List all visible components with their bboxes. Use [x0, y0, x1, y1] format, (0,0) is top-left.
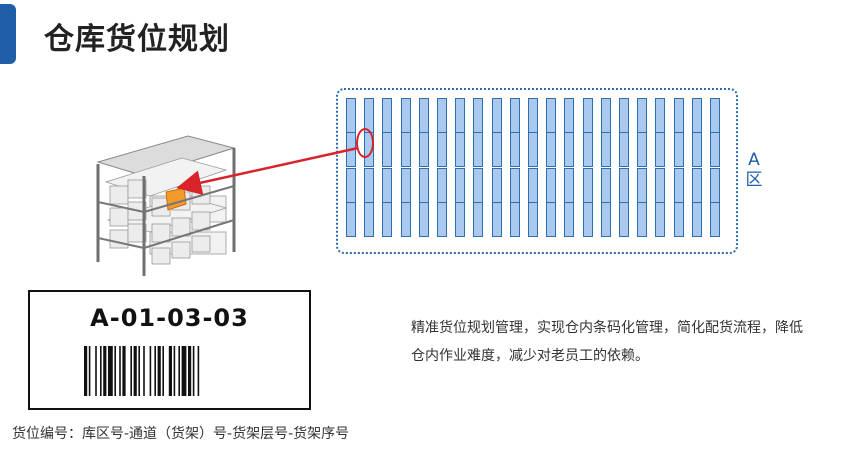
- barcode-bar: [192, 346, 195, 396]
- storage-bay: [655, 168, 666, 237]
- storage-bay: [473, 168, 484, 237]
- storage-bay: [382, 98, 393, 167]
- storage-bay: [582, 98, 593, 167]
- storage-bay: [364, 168, 375, 237]
- barcode-bar: [95, 346, 97, 396]
- barcode-bar: [108, 346, 113, 396]
- location-code: A-01-03-03: [90, 304, 249, 332]
- zone-label: A 区: [744, 150, 764, 190]
- warehouse-zone-map: [336, 88, 738, 254]
- page-title: 仓库货位规划: [44, 22, 230, 57]
- storage-bay: [400, 98, 411, 167]
- barcode-bar: [181, 346, 187, 396]
- description-text: 精准货位规划管理，实现仓内条码化管理，简化配货流程，降低仓内作业难度，减少对老员…: [411, 320, 803, 364]
- zone-label-letter: A: [748, 150, 760, 170]
- location-barcode-label: A-01-03-03: [28, 290, 311, 410]
- barcode-bar: [188, 346, 192, 396]
- code-format-caption: 货位编号：库区号-通道（货架）号-货架层号-货架序号: [12, 426, 350, 442]
- storage-bay: [528, 168, 538, 237]
- storage-bay: [600, 168, 611, 237]
- barcode-bar: [157, 346, 161, 396]
- barcode-bar: [133, 346, 137, 396]
- storage-bay: [455, 168, 466, 237]
- barcode-bar: [149, 346, 152, 396]
- barcode-bar: [197, 346, 200, 396]
- storage-bay: [491, 168, 502, 237]
- barcode-bar: [84, 346, 88, 396]
- barcode-bar: [168, 346, 172, 396]
- selected-bay-highlight: [356, 128, 374, 158]
- barcode-bar: [103, 346, 107, 396]
- storage-bay: [564, 168, 575, 237]
- storage-bay: [437, 98, 447, 167]
- barcode-bar: [122, 346, 126, 396]
- storage-bay: [546, 98, 557, 167]
- storage-bay: [346, 168, 356, 237]
- storage-bay: [691, 168, 702, 237]
- storage-bay: [564, 98, 575, 167]
- storage-bay: [473, 98, 484, 167]
- storage-bay: [400, 168, 411, 237]
- barcode-bar: [119, 346, 121, 396]
- storage-bay: [710, 168, 720, 237]
- barcode-icon: [84, 346, 200, 396]
- storage-bay: [619, 98, 629, 167]
- storage-bay: [491, 98, 502, 167]
- barcode-bar: [138, 346, 140, 396]
- storage-bay: [418, 168, 429, 237]
- storage-bay: [673, 168, 684, 237]
- barcode-bar: [143, 346, 145, 396]
- storage-bay: [509, 168, 520, 237]
- barcode-bar: [114, 346, 116, 396]
- barcode-bar: [173, 346, 176, 396]
- storage-bay: [710, 98, 720, 167]
- storage-bay: [382, 168, 393, 237]
- zone-label-char: 区: [745, 170, 763, 190]
- barcode-bar: [130, 346, 132, 396]
- storage-bay: [346, 98, 356, 167]
- storage-bay: [546, 168, 557, 237]
- storage-bay: [600, 98, 611, 167]
- storage-bay: [655, 98, 666, 167]
- storage-bay: [691, 98, 702, 167]
- warehouse-shelf-illustration: [96, 135, 236, 276]
- barcode-bar: [100, 346, 102, 396]
- storage-bay: [637, 98, 648, 167]
- storage-bay: [455, 98, 466, 167]
- barcode-bar: [162, 346, 164, 396]
- barcode-bar: [178, 346, 180, 396]
- storage-bay: [528, 98, 538, 167]
- barcode-bar: [88, 346, 91, 396]
- storage-bay: [637, 168, 648, 237]
- storage-bay: [673, 98, 684, 167]
- barcode-bar: [154, 346, 156, 396]
- storage-bay: [619, 168, 629, 237]
- storage-bay: [418, 98, 429, 167]
- storage-bay: [437, 168, 447, 237]
- storage-bay: [582, 168, 593, 237]
- accent-bar: [0, 4, 16, 64]
- storage-bay: [509, 98, 520, 167]
